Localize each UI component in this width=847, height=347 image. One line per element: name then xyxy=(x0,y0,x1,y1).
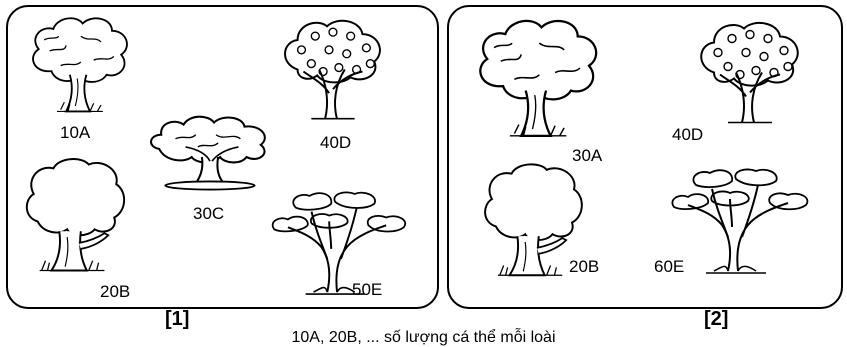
tree-label-40d-panel2: 40D xyxy=(672,125,704,144)
leafy-tree-icon xyxy=(24,14,134,120)
spreading-tree-icon xyxy=(145,112,277,194)
bushy-tree-icon xyxy=(20,156,128,280)
acacia-tree-icon xyxy=(266,190,414,298)
tree-label-20b-panel2: 20B xyxy=(569,257,600,276)
fruit-tree-icon xyxy=(688,16,808,132)
tree-label-60e: 60E xyxy=(654,257,685,276)
tree-label-40d-panel1: 40D xyxy=(320,133,352,152)
acacia-tree-icon xyxy=(666,160,816,284)
tree-label-10a: 10A xyxy=(60,123,91,142)
caption: 10A, 20B, ... số lượng cá thể mỗi loài xyxy=(291,329,556,346)
fruit-tree-icon xyxy=(272,14,390,128)
tree-label-20b-panel1: 20B xyxy=(100,282,131,301)
tree-label-50e: 50E xyxy=(352,280,383,299)
tree-label-30a: 30A xyxy=(572,146,603,165)
tree-label-30c: 30C xyxy=(193,204,225,223)
panel-2-label: [2] xyxy=(704,308,729,330)
panel-1-label: [1] xyxy=(165,308,190,330)
leafy-tree-icon xyxy=(464,16,610,146)
